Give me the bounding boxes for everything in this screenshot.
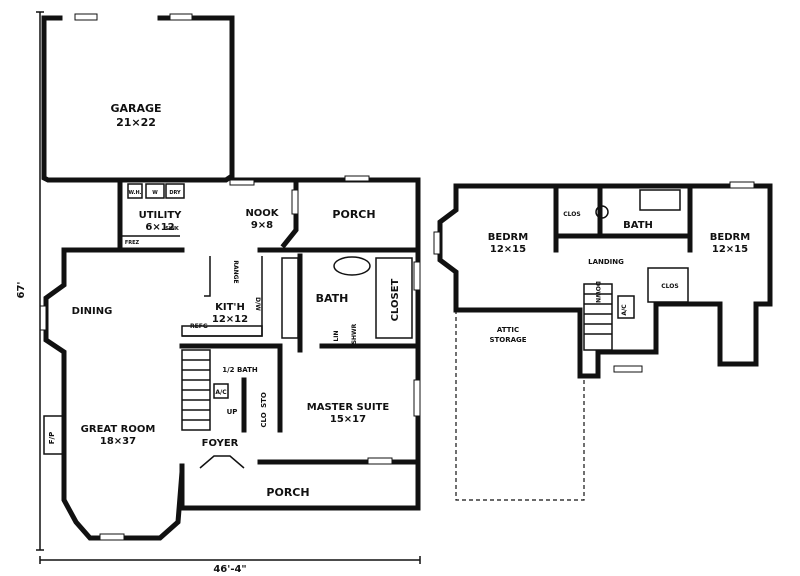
- second-floor-stairs: [583, 283, 613, 351]
- fireplace-label: F/P: [48, 432, 56, 444]
- first-floor-plan: GARAGE 21×22 UTILITY 6×12 NOOK 9×8 PORCH…: [16, 11, 421, 575]
- second-floor-outer-walls: [437, 183, 773, 379]
- ac-closet: [617, 295, 635, 319]
- water-heater-label: W.H.: [128, 190, 141, 196]
- window: [291, 189, 299, 215]
- window: [39, 305, 47, 331]
- storage-label: STORAGE: [489, 336, 526, 344]
- dishwasher-label: D/W: [254, 297, 261, 311]
- window: [169, 13, 193, 21]
- linen-label: LIN: [333, 330, 340, 341]
- utility-size: 6×12: [145, 222, 174, 233]
- half-bath-label: 1/2 BATH: [222, 366, 258, 374]
- washer: [145, 183, 165, 199]
- closet-label: CLOSET: [390, 278, 401, 321]
- tub: [639, 189, 681, 211]
- attic-label: ATTIC: [497, 326, 519, 334]
- window: [367, 457, 393, 465]
- bedroom-right-label: BEDRM: [710, 232, 750, 243]
- front-steps: [199, 455, 245, 469]
- attic-storage-outline: [455, 310, 585, 501]
- great-room-size: 18×37: [100, 436, 136, 447]
- ac-unit: [213, 383, 229, 399]
- range-label: RANGE: [232, 260, 239, 283]
- closet-outline: [375, 257, 413, 339]
- front-porch-walls: [179, 459, 421, 511]
- kitchen-label: KIT'H: [215, 302, 245, 313]
- window: [99, 533, 125, 541]
- sink-label: SINK: [165, 226, 180, 232]
- kitchen-size: 12×12: [212, 314, 248, 325]
- down-label: DOWN: [594, 281, 601, 303]
- up-label: UP: [227, 408, 238, 416]
- tub: [333, 256, 371, 276]
- dryer-label: DRY: [169, 190, 181, 196]
- fireplace: [43, 415, 65, 455]
- master-suite-label: MASTER SUITE: [307, 402, 390, 413]
- bedroom-left-label: BEDRM: [488, 232, 528, 243]
- bath-label: BATH: [316, 292, 349, 305]
- master-wing-walls: [257, 247, 421, 465]
- window: [344, 175, 370, 182]
- closet-right: [647, 267, 689, 303]
- vanity: [281, 257, 299, 339]
- clo-label: CLO: [260, 412, 268, 427]
- sto-label: STO: [260, 392, 268, 408]
- window: [613, 365, 643, 373]
- dryer: [165, 183, 185, 199]
- landing-label: LANDING: [588, 258, 624, 266]
- bath-label-2: BATH: [623, 220, 653, 231]
- window: [433, 231, 441, 255]
- window: [729, 181, 755, 189]
- first-floor-stairs: [181, 349, 211, 431]
- ac-label-2: A/C: [621, 304, 628, 316]
- kitchen-counters: [204, 256, 211, 297]
- overall-depth-label: 67': [16, 282, 27, 299]
- great-room-label: GREAT ROOM: [81, 424, 156, 435]
- overall-width-label: 46'-4": [213, 564, 246, 575]
- nook-size: 9×8: [251, 220, 273, 231]
- window: [413, 261, 421, 291]
- closet-right-label: CLOS: [661, 283, 678, 290]
- garage-size: 21×22: [116, 116, 156, 129]
- nook-label: NOOK: [245, 208, 279, 219]
- freezer-label: FREZ: [125, 240, 140, 246]
- utility-label: UTILITY: [139, 210, 183, 221]
- dining-label: DINING: [72, 306, 113, 317]
- bedroom-right-size: 12×15: [712, 244, 748, 255]
- rear-porch-label: PORCH: [332, 208, 375, 221]
- refg-label: REFG: [190, 323, 208, 330]
- main-outer-walls: [43, 247, 185, 541]
- foyer-label: FOYER: [202, 438, 239, 449]
- toilet: [595, 205, 609, 219]
- window: [413, 379, 421, 417]
- closet-left-label: CLOS: [563, 211, 580, 218]
- garage-walls: [41, 15, 235, 183]
- bedroom-left-size: 12×15: [490, 244, 526, 255]
- washer-label: W: [152, 190, 158, 196]
- kitchen-island: [181, 325, 263, 337]
- second-floor-plan: BEDRM 12×15 BEDRM 12×15 BATH LANDING CLO…: [433, 181, 773, 501]
- water-heater: [127, 183, 143, 199]
- ac-label: A/C: [215, 389, 227, 396]
- front-porch-label: PORCH: [266, 486, 309, 499]
- master-suite-size: 15×17: [330, 414, 366, 425]
- garage-label: GARAGE: [110, 102, 161, 115]
- window: [229, 179, 255, 186]
- shower-label: SHWR: [351, 323, 358, 344]
- window: [74, 13, 98, 21]
